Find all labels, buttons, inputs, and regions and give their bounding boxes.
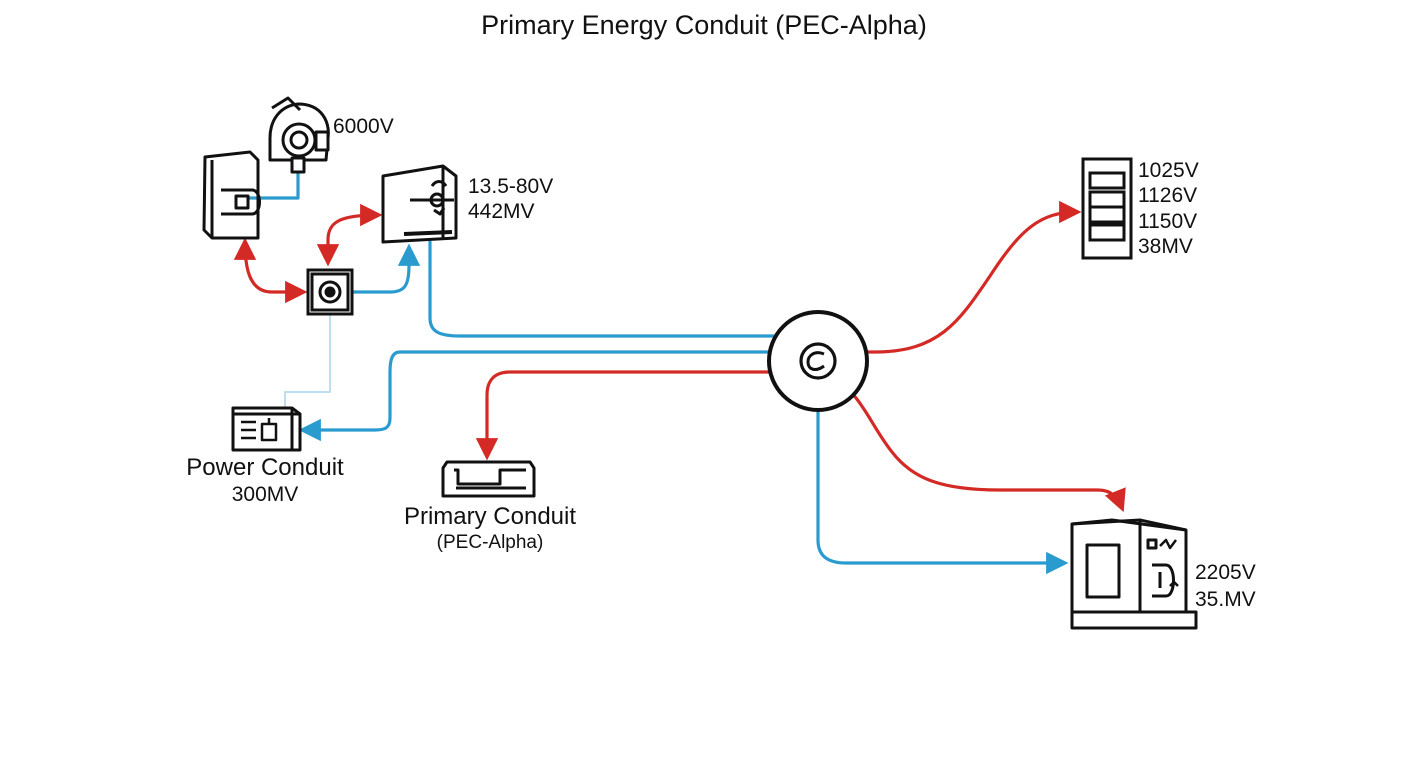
- panel-value-2: 1126V: [1138, 184, 1198, 207]
- panel-value-3: 1150V: [1138, 210, 1198, 233]
- junction-box-icon: [306, 268, 354, 316]
- control-unit-voltage: 13.5-80V: [468, 175, 554, 198]
- primary-conduit-name: Primary Conduit: [403, 503, 577, 530]
- generator-value: 6000V: [333, 115, 394, 138]
- breaker-junction-feed-line: [233, 237, 308, 304]
- generator-to-breaker-link: [246, 166, 300, 200]
- power-conduit-value: 300MV: [231, 483, 299, 506]
- control-hub-return-line: [428, 240, 808, 354]
- panel-value-1: 1025V: [1138, 159, 1199, 182]
- primary-conduit-icon: [441, 460, 536, 498]
- connections: [233, 166, 1126, 575]
- diagram-title: Primary Energy Conduit (PEC-Alpha): [481, 10, 927, 40]
- junction-control-return-line: [352, 243, 421, 294]
- transformer-voltage: 2205V: [1195, 561, 1256, 584]
- power-conduit-name: Power Conduit: [186, 454, 344, 481]
- hub-power-conduit-return-line: [298, 350, 808, 442]
- generator-icon: [268, 96, 330, 174]
- junction-control-feed-line: [316, 203, 383, 267]
- breaker-box-icon: [202, 150, 261, 240]
- primary-conduit-subtitle: (PEC-Alpha): [436, 532, 544, 553]
- control-unit-icon: [381, 164, 458, 244]
- transformer-power: 35.MV: [1195, 588, 1256, 611]
- hub-panel-feed-line: [826, 200, 1082, 354]
- hub-primary-conduit-feed-line: [475, 370, 830, 461]
- power-conduit-icon: [231, 406, 302, 452]
- central-hub-icon: [767, 310, 869, 412]
- transformer-hub-return-line: [806, 381, 1069, 575]
- junction-power-conduit-link: [284, 315, 331, 407]
- transformer-icon: [1070, 518, 1198, 630]
- panel-value-4: 38MV: [1138, 235, 1193, 258]
- control-unit-power: 442MV: [468, 200, 535, 223]
- hub-transformer-feed-line: [826, 376, 1126, 513]
- indicator-panel-icon: [1081, 157, 1133, 260]
